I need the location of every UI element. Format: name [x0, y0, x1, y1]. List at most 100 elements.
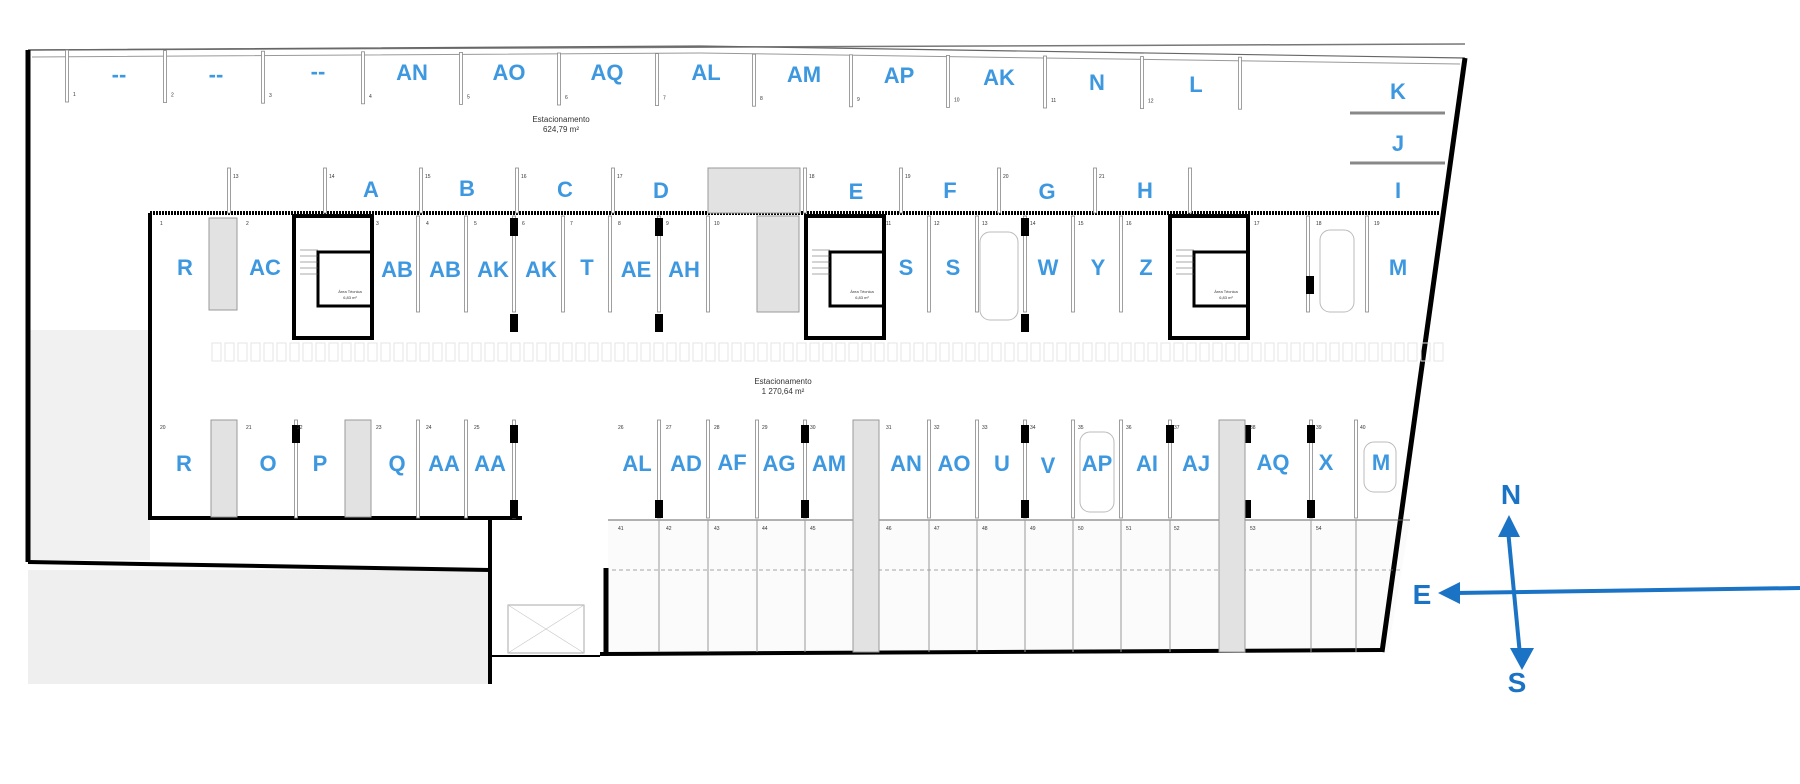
space-number: 5: [474, 221, 477, 227]
crosswalk-stripe: [848, 342, 859, 362]
crosswalk-stripe: [1251, 342, 1262, 362]
crosswalk-stripe: [627, 342, 638, 362]
divider: [65, 49, 69, 103]
space-number: 20: [1003, 174, 1009, 180]
crosswalk-stripe: [887, 342, 898, 362]
space-number: 14: [1030, 221, 1036, 227]
south-arrow-icon: [1510, 648, 1534, 670]
space-label: AK: [983, 65, 1015, 90]
divider: [1071, 215, 1075, 313]
space-label: F: [943, 178, 956, 203]
column: [801, 500, 809, 518]
space-label: B: [459, 176, 475, 201]
space-number: 2: [246, 221, 249, 227]
crosswalk-stripe: [1290, 342, 1301, 362]
space-label: AC: [249, 255, 281, 280]
column: [1021, 425, 1029, 443]
crosswalk-stripe: [1121, 342, 1132, 362]
crosswalk-stripe: [757, 342, 768, 362]
space-number: 30: [810, 425, 816, 431]
divider: [655, 53, 659, 106]
crosswalk-stripe: [770, 342, 781, 362]
space-label: AM: [787, 62, 821, 87]
column: [1021, 314, 1029, 332]
space-label: A: [363, 177, 379, 202]
column: [801, 425, 809, 443]
divider: [1071, 419, 1075, 519]
divider: [803, 167, 807, 214]
space-number: 38: [1250, 425, 1256, 431]
space-number: 9: [666, 221, 669, 227]
space-number: 49: [1030, 526, 1036, 532]
space-number: 10: [714, 221, 720, 227]
space-number: 53: [1250, 526, 1256, 532]
crosswalk-stripe: [211, 342, 222, 362]
divider: [608, 215, 612, 313]
space-number: 34: [1030, 425, 1036, 431]
space-label: M: [1389, 255, 1407, 280]
divider: [1188, 167, 1192, 214]
space-label: --: [311, 59, 326, 84]
divider: [899, 167, 903, 214]
divider: [512, 215, 516, 313]
space-label: --: [209, 62, 224, 87]
space-label: Q: [388, 451, 405, 476]
space-number: 46: [886, 526, 892, 532]
space-label: AI: [1136, 451, 1158, 476]
space-number: 16: [1126, 221, 1132, 227]
crosswalk-stripe: [965, 342, 976, 362]
crosswalk-stripe: [874, 342, 885, 362]
column: [1243, 425, 1251, 443]
space-label: AB: [429, 257, 461, 282]
crosswalk-stripe: [588, 342, 599, 362]
car-outline: [1079, 431, 1115, 513]
space-number: 12: [1148, 99, 1154, 105]
space-number: 7: [570, 221, 573, 227]
crosswalk-stripe: [1199, 342, 1210, 362]
space-label: D: [653, 178, 669, 203]
column: [510, 500, 518, 518]
space-label: AH: [668, 257, 700, 282]
column: [1243, 500, 1251, 518]
divider: [1168, 419, 1172, 519]
space-label: P: [313, 451, 328, 476]
space-label: AG: [763, 451, 796, 476]
crosswalk-stripe: [302, 342, 313, 362]
divider: [459, 52, 463, 105]
crosswalk-stripe: [1043, 342, 1054, 362]
stair-cores: [292, 214, 1397, 513]
space-number: 11: [886, 221, 891, 227]
space-label: O: [259, 451, 276, 476]
crosswalk-stripe: [445, 342, 456, 362]
space-label: AQ: [591, 60, 624, 85]
space-label: AK: [477, 257, 509, 282]
crosswalk-stripe: [640, 342, 651, 362]
column: [510, 314, 518, 332]
compass: N E S: [1413, 479, 1800, 698]
divider: [163, 50, 167, 103]
space-number: 54: [1316, 526, 1322, 532]
crosswalk-stripe: [822, 342, 833, 362]
divider: [1140, 56, 1144, 109]
crosswalk-stripe: [1316, 342, 1327, 362]
space-number: 27: [666, 425, 672, 431]
crosswalk-stripe: [1420, 342, 1431, 362]
crosswalk-stripe: [237, 342, 248, 362]
crosswalk-stripe: [1147, 342, 1158, 362]
divider: [927, 215, 931, 313]
space-number: 32: [934, 425, 940, 431]
space-number: 37: [1174, 425, 1180, 431]
space-label: AN: [890, 451, 922, 476]
space-label: AP: [884, 63, 915, 88]
crosswalk-stripe: [1056, 342, 1067, 362]
column: [292, 425, 300, 443]
space-number: 20: [160, 425, 166, 431]
space-label: Y: [1091, 255, 1106, 280]
compass-south: S: [1508, 667, 1527, 698]
column: [1306, 276, 1314, 294]
stair-core: [292, 214, 374, 340]
hatched-zone: [1218, 419, 1246, 653]
space-number: 35: [1078, 425, 1084, 431]
space-number: 6: [565, 95, 568, 101]
space-number: 26: [618, 425, 624, 431]
